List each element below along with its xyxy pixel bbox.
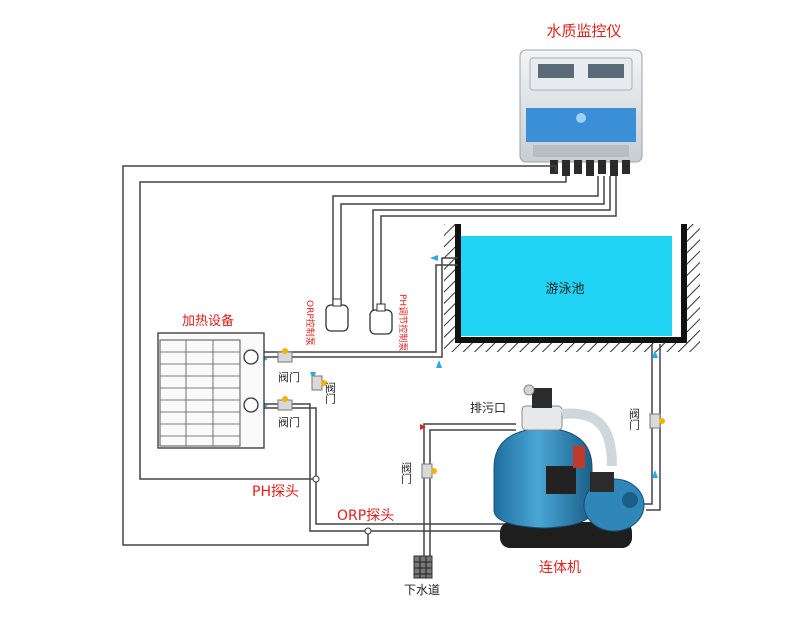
ph-probe-label: PH探头 bbox=[252, 484, 299, 500]
drain-outlet-label: 排污口 bbox=[470, 401, 506, 415]
valve-drain bbox=[421, 463, 437, 479]
pool-label: 游泳池 bbox=[545, 282, 584, 297]
pool-water bbox=[458, 236, 672, 336]
swimming-pool bbox=[444, 224, 700, 352]
valve-label-heater-top: 阀门 bbox=[278, 370, 300, 384]
orp-probe bbox=[364, 527, 372, 535]
orp-probe-label: ORP探头 bbox=[337, 508, 394, 524]
valve-label-bypass: 阀门 bbox=[324, 381, 337, 405]
valve-label-drain: 阀门 bbox=[400, 461, 413, 485]
water-quality-monitor bbox=[519, 49, 643, 176]
display-left bbox=[538, 64, 574, 78]
monitor-label: 水质监控仪 bbox=[546, 22, 621, 40]
sewer bbox=[413, 555, 433, 579]
heater bbox=[157, 332, 265, 449]
valve-return bbox=[649, 413, 665, 429]
orp-pump-label: ORP控制泵 bbox=[304, 300, 316, 346]
orp-control-pump bbox=[325, 298, 349, 332]
valve-heater-bottom bbox=[277, 396, 293, 411]
filter-pump-unit bbox=[493, 384, 645, 548]
sewer-label: 下水道 bbox=[404, 583, 440, 597]
valve-heater-top bbox=[277, 348, 293, 363]
heater-label: 加热设备 bbox=[182, 313, 234, 329]
ph-probe bbox=[312, 475, 320, 483]
connector-glands bbox=[550, 160, 630, 176]
valve-label-return: 阀门 bbox=[628, 407, 641, 431]
ph-pump-label: PH调节控制泵 bbox=[397, 294, 409, 351]
valve-bypass bbox=[311, 375, 327, 391]
display-right bbox=[588, 64, 624, 78]
valve-label-heater-bottom: 阀门 bbox=[278, 415, 300, 429]
ph-control-pump bbox=[369, 303, 393, 335]
pressure-gauge-panel bbox=[546, 466, 576, 494]
combo-unit-label: 连体机 bbox=[539, 560, 581, 576]
